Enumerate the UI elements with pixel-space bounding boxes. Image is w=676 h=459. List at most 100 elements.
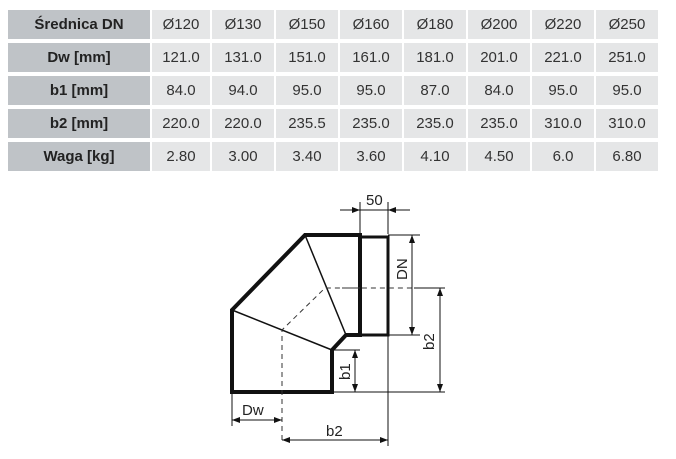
table-cell: 310.0: [532, 109, 594, 138]
elbow-collar: [358, 235, 390, 337]
table-cell: 4.50: [468, 142, 530, 171]
segment-line: [304, 234, 347, 336]
dim-label-dw: Dw: [242, 402, 264, 419]
dim-arrow: [352, 384, 358, 392]
dim-label-dn: DN: [394, 258, 411, 280]
row-label: b1 [mm]: [8, 76, 150, 105]
table-cell: Ø120: [152, 10, 210, 39]
cell-gap: [466, 142, 468, 171]
dim-arrow: [282, 437, 290, 443]
dim-label-b1: b1: [337, 363, 354, 380]
cell-gap: [594, 10, 596, 39]
cell-gap: [274, 43, 276, 72]
dim-arrow: [274, 417, 282, 423]
dim-label-b2-horizontal: b2: [326, 423, 343, 440]
cell-gap: [402, 142, 404, 171]
table-cell: 221.0: [532, 43, 594, 72]
table-cell: 235.5: [276, 109, 338, 138]
table-cell: Ø250: [596, 10, 658, 39]
cell-gap: [150, 142, 152, 171]
table-cell: Ø160: [340, 10, 402, 39]
cell-gap: [402, 10, 404, 39]
table-cell: 6.80: [596, 142, 658, 171]
dim-arrow: [232, 417, 240, 423]
dim-arrow: [437, 384, 443, 392]
table-cell: 220.0: [152, 109, 210, 138]
dim-arrow: [352, 350, 358, 358]
row-label: Dw [mm]: [8, 43, 150, 72]
table-cell: Ø150: [276, 10, 338, 39]
table-cell: Ø180: [404, 10, 466, 39]
dim-label-50: 50: [366, 192, 383, 209]
centerline: [281, 287, 415, 440]
cell-gap: [530, 43, 532, 72]
table-cell: 95.0: [596, 76, 658, 105]
elbow-drawing: 50 DN b2 b1 Dw b2: [230, 192, 445, 446]
cell-gap: [594, 43, 596, 72]
table-cell: 3.60: [340, 142, 402, 171]
table-cell: 181.0: [404, 43, 466, 72]
cell-gap: [466, 10, 468, 39]
table-cell: 94.0: [212, 76, 274, 105]
table-cell: 2.80: [152, 142, 210, 171]
dim-arrow: [409, 327, 415, 335]
cell-gap: [210, 10, 212, 39]
table-cell: 151.0: [276, 43, 338, 72]
cell-gap: [402, 76, 404, 105]
dim-arrow: [409, 235, 415, 243]
cell-gap: [466, 109, 468, 138]
cell-gap: [274, 142, 276, 171]
table-cell: 310.0: [596, 109, 658, 138]
cell-gap: [402, 109, 404, 138]
cell-gap: [594, 142, 596, 171]
table-cell: Ø130: [212, 10, 274, 39]
cell-gap: [594, 109, 596, 138]
table-cell: 131.0: [212, 43, 274, 72]
table-cell: 6.0: [532, 142, 594, 171]
cell-gap: [210, 76, 212, 105]
cell-gap: [530, 109, 532, 138]
table-cell: 251.0: [596, 43, 658, 72]
cell-gap: [150, 76, 152, 105]
table-cell: 235.0: [340, 109, 402, 138]
cell-gap: [530, 76, 532, 105]
cell-gap: [150, 109, 152, 138]
row-label: Średnica DN: [8, 10, 150, 39]
table-cell: 95.0: [340, 76, 402, 105]
table-cell: 4.10: [404, 142, 466, 171]
table-cell: 95.0: [276, 76, 338, 105]
table-cell: 220.0: [212, 109, 274, 138]
cell-gap: [338, 76, 340, 105]
cell-gap: [338, 10, 340, 39]
cell-gap: [466, 76, 468, 105]
table-cell: 161.0: [340, 43, 402, 72]
table-cell: 84.0: [152, 76, 210, 105]
table-cell: 3.40: [276, 142, 338, 171]
table-cell: 201.0: [468, 43, 530, 72]
cell-gap: [402, 43, 404, 72]
table-cell: 121.0: [152, 43, 210, 72]
table-cell: 3.00: [212, 142, 274, 171]
table-cell: 87.0: [404, 76, 466, 105]
table-cell: 235.0: [468, 109, 530, 138]
cell-gap: [210, 109, 212, 138]
cell-gap: [338, 109, 340, 138]
cell-gap: [210, 142, 212, 171]
cell-gap: [530, 142, 532, 171]
cell-gap: [150, 10, 152, 39]
cell-gap: [338, 43, 340, 72]
row-label: Waga [kg]: [8, 142, 150, 171]
table-cell: Ø220: [532, 10, 594, 39]
cell-gap: [594, 76, 596, 105]
table-cell: 95.0: [532, 76, 594, 105]
cell-gap: [150, 43, 152, 72]
table-cell: Ø200: [468, 10, 530, 39]
cell-gap: [338, 142, 340, 171]
cell-gap: [466, 43, 468, 72]
